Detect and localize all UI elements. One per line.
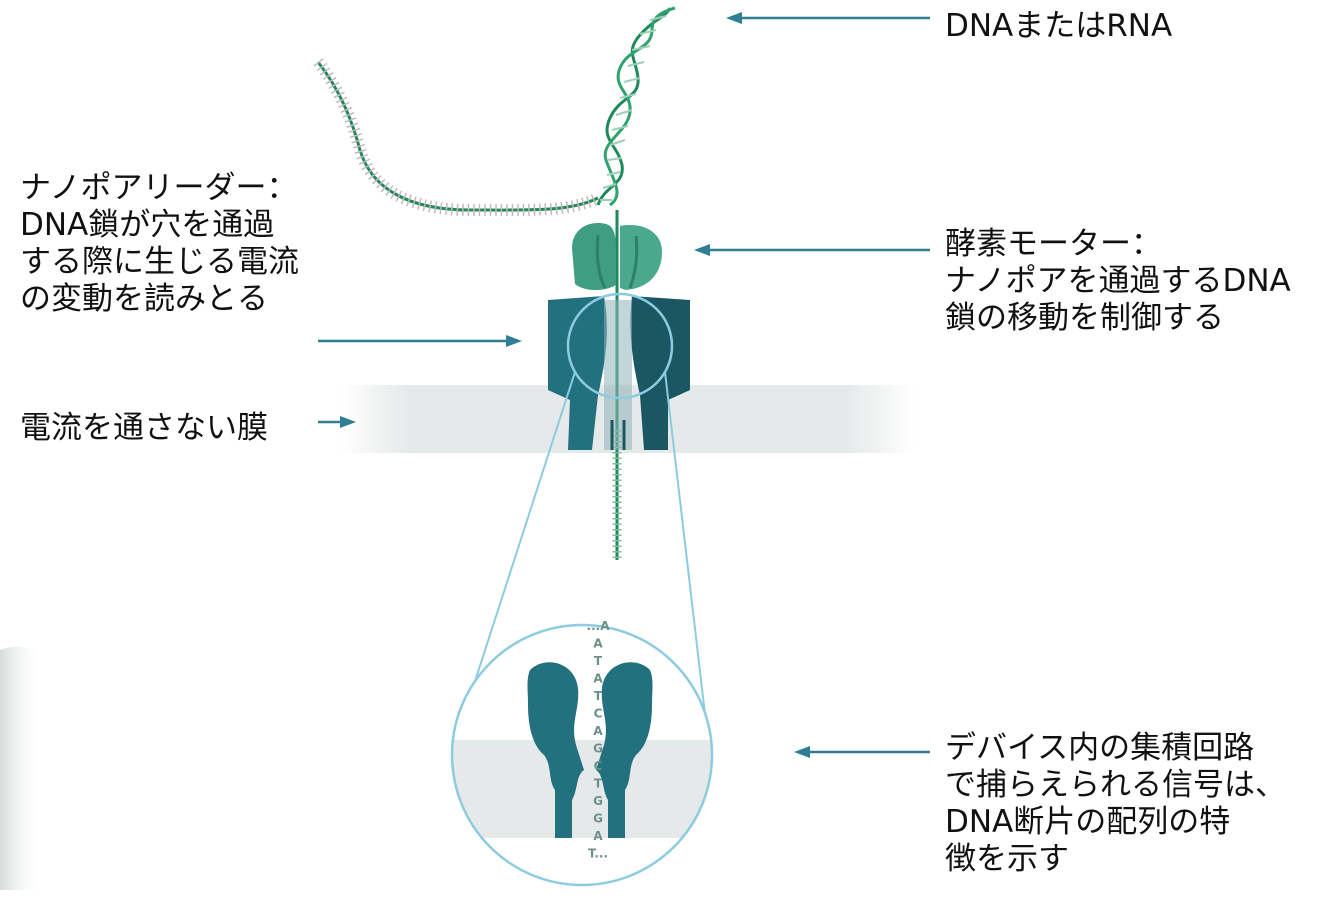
arrow-signal: [794, 746, 930, 758]
dna-base-letter: G: [593, 794, 603, 808]
helix-strand-b: [605, 8, 675, 205]
label-line: ナノポアリーダー：: [20, 170, 299, 207]
arrow-reader: [318, 335, 522, 347]
dna-base-letter: C: [594, 707, 603, 721]
arrow-motor: [694, 244, 930, 256]
dna-base-letter: A: [593, 829, 603, 843]
dna-base-letter: A: [593, 637, 603, 651]
dna-base-letter: T...: [588, 847, 608, 861]
single-strand: [318, 62, 598, 210]
background-shading: [0, 647, 45, 890]
label-line: 酵素モーター：: [945, 226, 1291, 263]
dna-base-letter: ...A: [587, 619, 611, 633]
dna-base-letter: G: [593, 742, 603, 756]
dna-base-letter: C: [594, 759, 603, 773]
zoom-inset: ...AATATCAGCTGGAT...: [440, 619, 730, 885]
dna-base-letter: T: [594, 654, 603, 668]
dna-base-letter: G: [593, 812, 603, 826]
dna-base-letter: A: [593, 724, 603, 738]
arrow-dna: [726, 12, 930, 24]
label-line: DNA断片の配列の特: [945, 804, 1286, 841]
label-signal: デバイス内の集積回路 で捕らえられる信号は、 DNA断片の配列の特 徴を示す: [945, 730, 1286, 878]
label-line: 徴を示す: [945, 841, 1286, 878]
label-dna-or-rna-text: DNAまたはRNA: [945, 8, 1172, 45]
label-line: ナノポアを通過するDNA: [945, 263, 1291, 300]
label-dna-or-rna: DNAまたはRNA: [945, 8, 1172, 45]
label-line: DNA鎖が穴を通過: [20, 207, 299, 244]
label-membrane-text: 電流を通さない膜: [20, 410, 268, 447]
label-enzyme-motor: 酵素モーター： ナノポアを通過するDNA 鎖の移動を制御する: [945, 226, 1291, 337]
dna-base-letter: T: [594, 777, 603, 791]
label-line: 鎖の移動を制御する: [945, 300, 1291, 337]
label-membrane: 電流を通さない膜: [20, 410, 268, 447]
label-line: で捕らえられる信号は、: [945, 767, 1286, 804]
label-nanopore-reader: ナノポアリーダー： DNA鎖が穴を通過 する際に生じる電流 の変動を読みとる: [20, 170, 299, 318]
label-line: する際に生じる電流: [20, 244, 299, 281]
dna-base-letter: T: [594, 689, 603, 703]
label-line: デバイス内の集積回路: [945, 730, 1286, 767]
strand-bases: [318, 62, 598, 210]
dna-base-letter: A: [593, 672, 603, 686]
label-line: の変動を読みとる: [20, 281, 299, 318]
